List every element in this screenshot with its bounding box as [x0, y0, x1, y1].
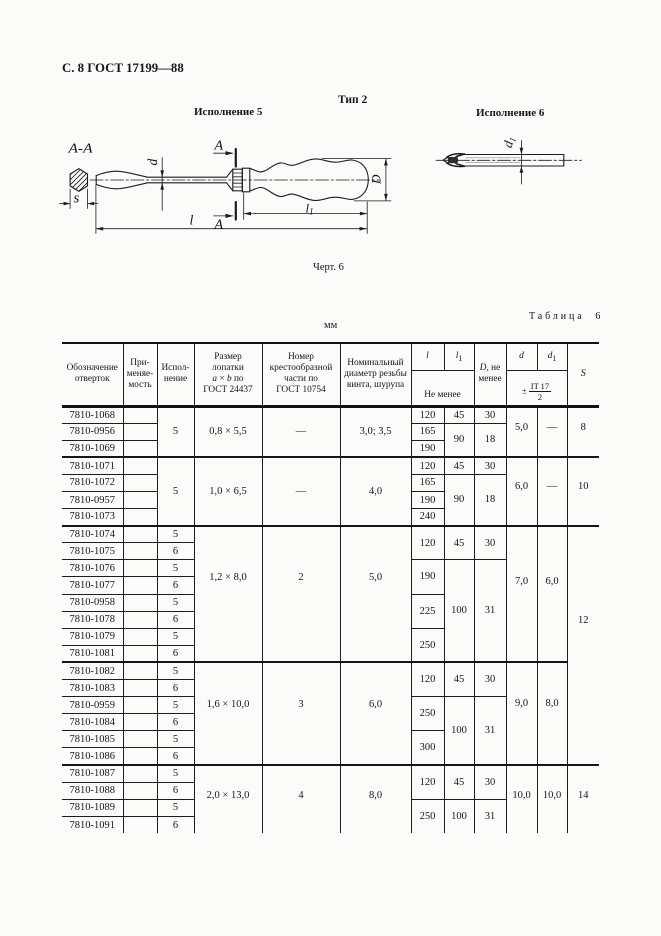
- svg-text:А: А: [214, 139, 224, 154]
- svg-text:А: А: [214, 218, 224, 233]
- svg-text:l: l: [190, 214, 194, 229]
- svg-text:d1: d1: [500, 135, 518, 150]
- svg-text:l1: l1: [306, 201, 314, 217]
- svg-text:D: D: [369, 174, 384, 185]
- svg-text:d: d: [145, 159, 160, 166]
- svg-text:s: s: [74, 191, 80, 207]
- svg-text:А-А: А-А: [67, 142, 93, 157]
